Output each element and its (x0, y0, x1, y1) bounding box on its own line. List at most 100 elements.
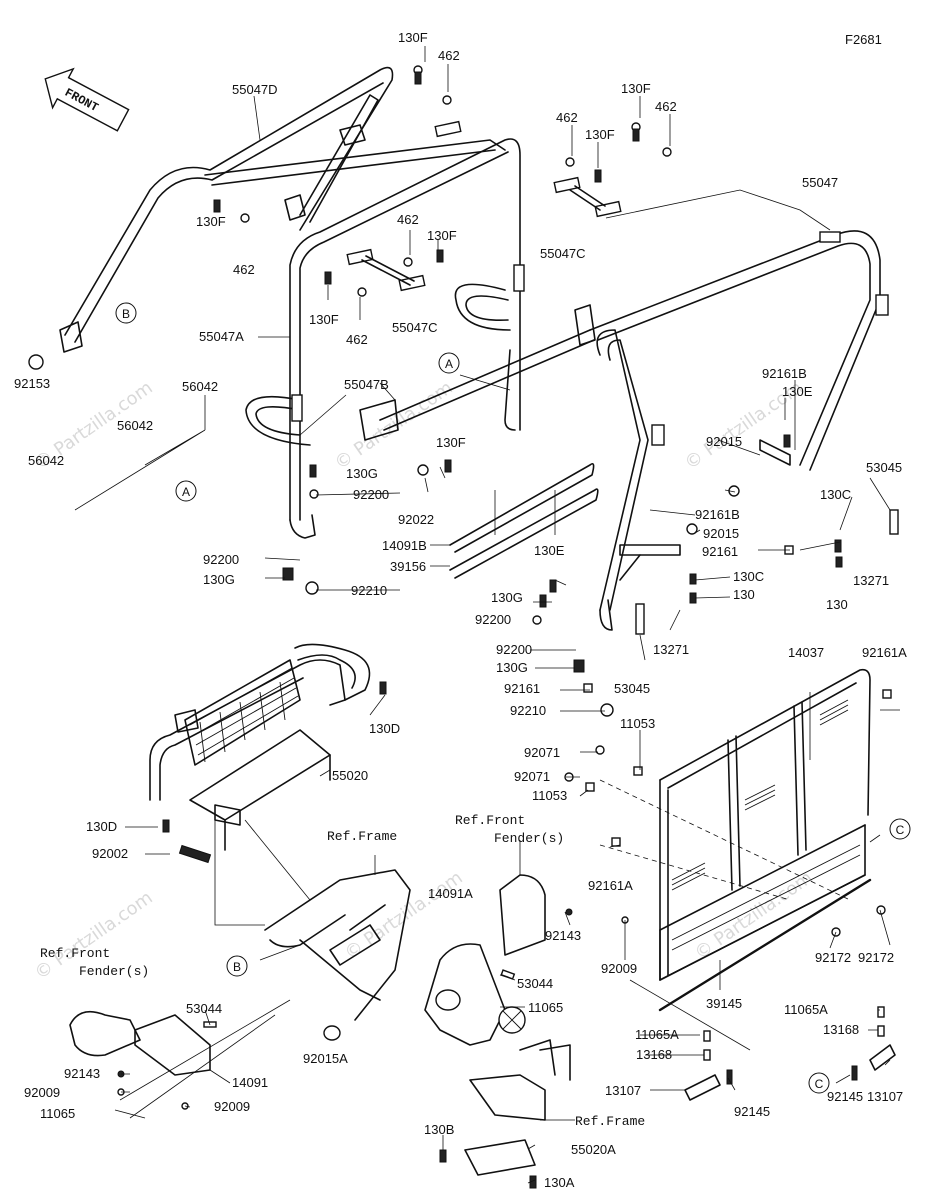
part-label: 462 (438, 48, 460, 63)
part-label: 92210 (510, 703, 546, 718)
ref-label: Ref.Frame (575, 1114, 645, 1129)
part-label: 14037 (788, 645, 824, 660)
part-label: 53045 (614, 681, 650, 696)
side-panel-14091A (424, 874, 546, 1046)
part-label: 130G (496, 660, 528, 675)
part-label: 130G (346, 466, 378, 481)
part-label: 13271 (653, 642, 689, 657)
part-label: 130 (826, 597, 848, 612)
ref-label: Ref.Frame (327, 829, 397, 844)
part-label: 92200 (496, 642, 532, 657)
callout-C-2: C (808, 1072, 830, 1094)
part-label: 53045 (866, 460, 902, 475)
roll-bar-left-55047A (245, 138, 525, 539)
part-label: 92161B (762, 366, 807, 381)
callout-B-1: B (115, 302, 137, 324)
part-label: 55020A (571, 1142, 616, 1157)
grille-guard-55020 (149, 643, 371, 851)
part-label: 462 (233, 262, 255, 277)
part-label: 14091B (382, 538, 427, 553)
part-label: 130B (424, 1122, 454, 1137)
part-label: 130F (621, 81, 651, 96)
roll-bar-right-55047 (589, 230, 889, 631)
part-label: 11065A (784, 1002, 828, 1017)
part-label: 55047C (540, 246, 586, 261)
part-label: 130F (427, 228, 457, 243)
part-label: 130A (544, 1175, 575, 1190)
part-label: 462 (397, 212, 419, 227)
part-label: 55047A (199, 329, 244, 344)
part-label: 92002 (92, 846, 128, 861)
part-label: 92161B (695, 507, 740, 522)
part-label: 92071 (524, 745, 560, 760)
part-label: 92015 (703, 526, 739, 541)
part-label: 11065A (635, 1027, 679, 1042)
part-label: 92200 (203, 552, 239, 567)
part-label: 130F (196, 214, 226, 229)
part-label: 11065 (528, 1000, 563, 1015)
part-label: 92161 (504, 681, 540, 696)
part-label: 13168 (636, 1047, 672, 1062)
part-label: 130E (534, 543, 565, 558)
part-label: 130 (733, 587, 755, 602)
part-label: 92022 (398, 512, 434, 527)
part-label: 92071 (514, 769, 550, 784)
part-label: 92143 (545, 928, 581, 943)
part-label: 56042 (117, 418, 153, 433)
part-label: 462 (346, 332, 368, 347)
part-label: 130D (86, 819, 117, 834)
callout-label: B (122, 307, 130, 321)
part-label: 92143 (64, 1066, 100, 1081)
part-label: 130F (585, 127, 615, 142)
callout-label: A (445, 357, 453, 371)
part-label: 55020 (332, 768, 368, 783)
part-label: 130D (369, 721, 400, 736)
part-label: 55047 (802, 175, 838, 190)
part-label: 92015 (706, 434, 742, 449)
part-label: 130C (733, 569, 764, 584)
leader-lines (74, 46, 900, 1184)
part-labels: 130F 462 55047D 130F 462 462 130F 55047 … (14, 30, 907, 1190)
part-label: 39145 (706, 996, 742, 1011)
callout-label: B (233, 960, 241, 974)
front-direction-arrow: FRONT (44, 67, 130, 132)
part-label: 462 (556, 110, 578, 125)
side-panel-14091 (69, 1010, 211, 1119)
tubes-14091B-39156 (449, 462, 599, 579)
part-label: 14091 (232, 1075, 268, 1090)
part-label: 92210 (351, 583, 387, 598)
part-label: 56042 (28, 453, 64, 468)
part-label: 130E (782, 384, 813, 399)
callout-A-2: A (175, 480, 197, 502)
part-label: 92009 (601, 961, 637, 976)
part-label: 92145 (734, 1104, 770, 1119)
ref-label: Fender(s) (494, 831, 564, 846)
bracket-55047C-lower (346, 248, 426, 292)
cross-tube-55047B (359, 304, 596, 441)
part-label: 14091A (428, 886, 473, 901)
frame-reference-b (464, 1039, 571, 1176)
part-label: 53044 (517, 976, 553, 991)
part-label: 462 (655, 99, 677, 114)
part-label: 39156 (390, 559, 426, 574)
callout-A-1: A (438, 352, 460, 374)
part-label: 92200 (353, 487, 389, 502)
callout-label: A (182, 485, 190, 499)
part-label: 11053 (620, 716, 655, 731)
part-label: 13107 (605, 1083, 641, 1098)
callout-label: C (896, 823, 905, 837)
part-label: 130G (491, 590, 523, 605)
part-label: 92145 (827, 1089, 863, 1104)
callout-B-2: B (226, 955, 248, 977)
part-label: 92172 (858, 950, 894, 965)
ref-label: Fender(s) (79, 964, 149, 979)
tailgate-14037 (599, 668, 872, 1012)
part-label: 92015A (303, 1051, 348, 1066)
ref-label: Ref.Front (455, 813, 525, 828)
part-label: 130F (436, 435, 466, 450)
part-label: 13107 (867, 1089, 903, 1104)
bracket-55047C-upper (553, 176, 622, 218)
callout-C-1: C (889, 818, 911, 840)
part-label: 56042 (182, 379, 218, 394)
